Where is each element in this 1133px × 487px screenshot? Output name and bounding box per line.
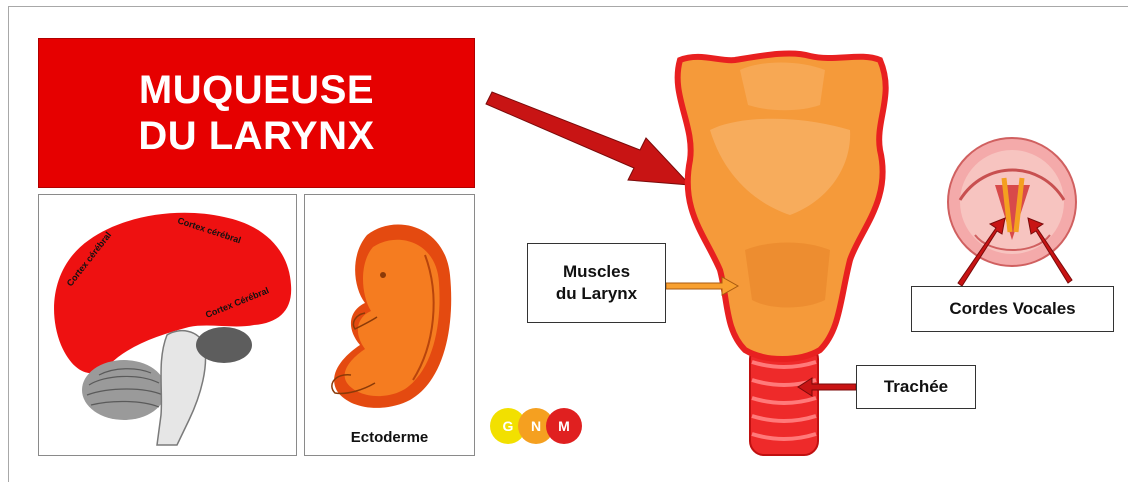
muscles-label-box: Muscles du Larynx [527,243,666,323]
vocal-cords-label-box: Cordes Vocales [911,286,1114,332]
muscles-label-line-2: du Larynx [556,283,637,305]
muscles-label-line-1: Muscles [563,261,630,283]
logo-letter-m: M [546,408,582,444]
vocal-cords-label: Cordes Vocales [949,299,1075,319]
larynx-shape [678,53,886,359]
vocal-cords-illustration [948,138,1076,266]
trachea-label: Trachée [884,377,948,397]
muscles-pointer-arrow [666,277,738,295]
trachea-label-box: Trachée [856,365,976,409]
mucosa-pointer-arrow [486,92,690,185]
gnm-logo: G N M [490,408,600,448]
